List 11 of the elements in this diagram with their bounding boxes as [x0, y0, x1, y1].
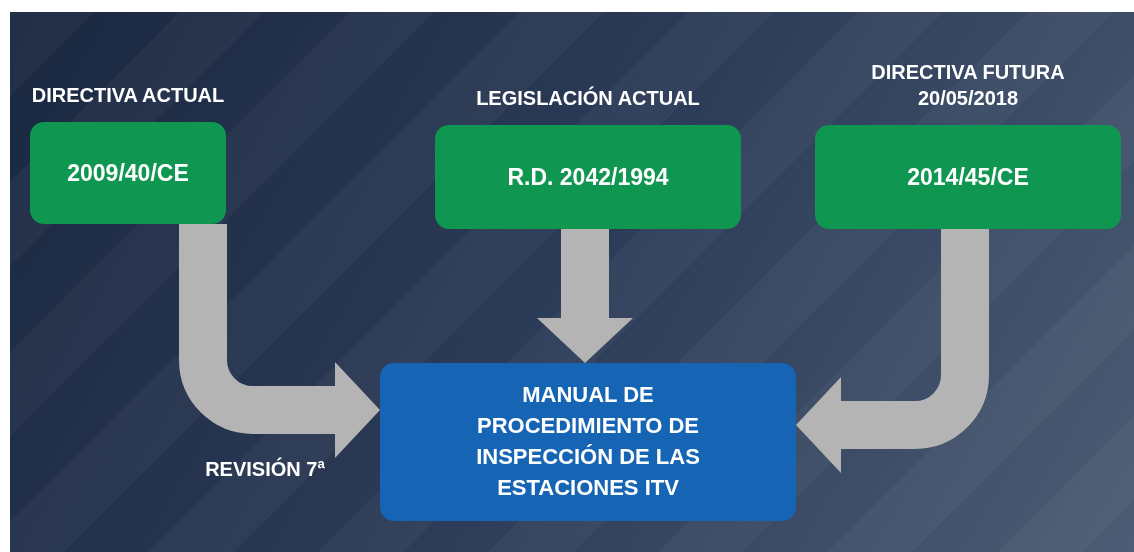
arrow [796, 229, 989, 473]
edge-label: REVISIÓN 7ª [205, 458, 325, 481]
directive-box: R.D. 2042/1994 [435, 125, 741, 229]
box-heading: DIRECTIVA ACTUAL [30, 83, 226, 108]
box-heading: DIRECTIVA FUTURA 20/05/2018 [870, 60, 1066, 111]
arrow [179, 224, 380, 458]
directive-box: 2009/40/CE [30, 122, 226, 224]
arrow [537, 229, 633, 363]
box-heading: LEGISLACIÓN ACTUAL [475, 85, 701, 111]
manual-box: MANUAL DE PROCEDIMIENTO DE INSPECCIÓN DE LAS ESTACIONES ITV [380, 363, 796, 521]
directive-box: 2014/45/CE [815, 125, 1121, 229]
